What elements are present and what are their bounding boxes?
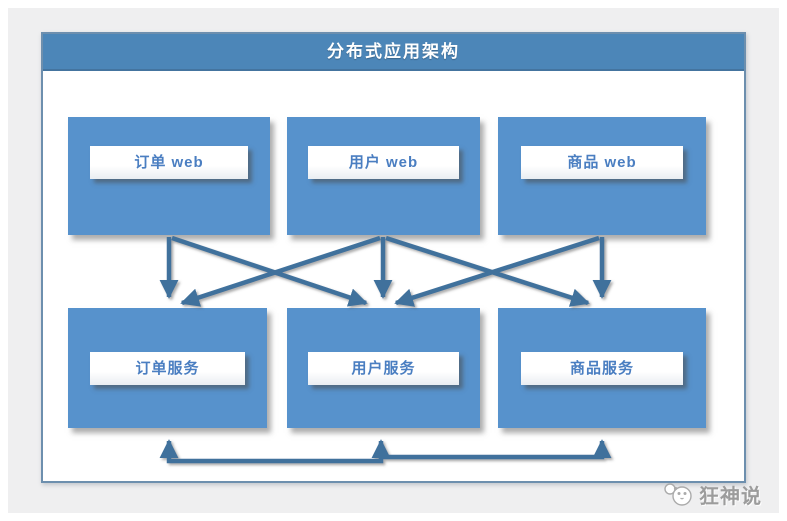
node-label-order-service: 订单服务: [89, 351, 246, 385]
node-product-web: 商品 web: [498, 117, 706, 235]
node-label-product-web: 商品 web: [520, 145, 684, 179]
watermark: 狂神说: [662, 477, 762, 511]
node-user-service: 用户服务: [287, 308, 480, 428]
node-label-order-web: 订单 web: [90, 145, 248, 179]
node-order-web: 订单 web: [68, 117, 270, 235]
diagram-title: 分布式应用架构: [43, 34, 744, 71]
node-order-service: 订单服务: [68, 308, 267, 428]
watermark-text: 狂神说: [699, 485, 762, 508]
node-user-web: 用户 web: [287, 117, 480, 235]
node-label-user-service: 用户服务: [308, 351, 459, 385]
node-label-user-web: 用户 web: [308, 145, 459, 179]
node-product-service: 商品服务: [498, 308, 706, 428]
node-label-product-service: 商品服务: [520, 351, 684, 385]
kuangshen-mascot-icon: [664, 483, 692, 506]
